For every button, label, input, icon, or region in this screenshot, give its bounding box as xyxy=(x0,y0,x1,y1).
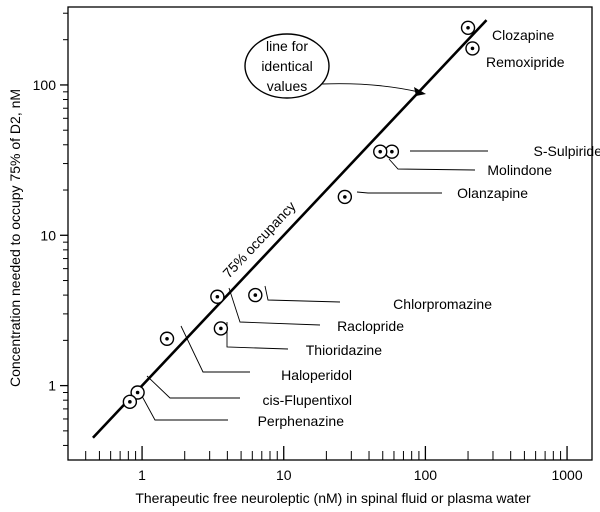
point-labels: ClozapineRemoxiprideS-SulpirideMolindone… xyxy=(258,27,600,429)
point-center-thioridazine xyxy=(219,326,223,331)
x-tick-label: 1000 xyxy=(551,467,582,483)
label-clozapine: Clozapine xyxy=(492,27,554,43)
y-tick-label: 10 xyxy=(40,227,56,243)
label-perphenazine: Perphenazine xyxy=(258,413,345,429)
y-axis-ticks: 1 10 100 xyxy=(33,12,68,446)
note-line-3: values xyxy=(267,78,307,94)
point-center-raclopride xyxy=(215,294,220,299)
x-axis-label: Therapeutic free neuroleptic (nM) in spi… xyxy=(135,490,531,506)
leader-haloperidol xyxy=(180,325,250,373)
y-tick-label: 100 xyxy=(33,77,57,93)
y-tick-label: 1 xyxy=(48,378,56,394)
leader-chlorpromazine xyxy=(264,285,341,303)
label-chlorpromazine: Chlorpromazine xyxy=(393,296,492,312)
point-center-remoxipride xyxy=(470,46,475,51)
note-arrow xyxy=(321,83,420,93)
leader-cis-flupentixol xyxy=(146,375,240,399)
point-center-chlorpromazine xyxy=(253,293,258,297)
plot-frame xyxy=(67,6,593,461)
point-center-cis-flupentixol xyxy=(135,390,140,395)
leader-thioridazine xyxy=(226,322,289,350)
leader-molindone xyxy=(388,158,476,171)
note-arrowhead xyxy=(414,87,426,96)
label-haloperidol: Haloperidol xyxy=(281,367,352,383)
label-s-sulpiride: S-Sulpiride xyxy=(534,143,600,159)
x-tick-label: 10 xyxy=(276,467,292,483)
identity-line xyxy=(91,19,488,439)
identity-line-label: 75% occupancy xyxy=(219,198,298,281)
point-center-s-sulpiride xyxy=(390,149,394,154)
note-line-2: identical xyxy=(261,58,312,74)
point-center-haloperidol xyxy=(165,336,169,341)
leader-lines xyxy=(136,150,488,421)
label-thioridazine: Thioridazine xyxy=(306,342,382,358)
leader-olanzapine xyxy=(356,191,442,194)
note-ellipse xyxy=(244,33,330,99)
leader-raclopride xyxy=(228,287,321,326)
identity-note: line for identical values xyxy=(244,33,426,99)
leader-perphenazine xyxy=(136,386,228,421)
label-remoxipride: Remoxipride xyxy=(486,54,565,70)
point-center-clozapine xyxy=(466,25,470,30)
data-points xyxy=(122,20,480,410)
note-line-1: line for xyxy=(266,38,308,54)
y-axis-label: Concentration needed to occupy 75% of D2… xyxy=(7,89,23,387)
label-molindone: Molindone xyxy=(487,162,552,178)
label-olanzapine: Olanzapine xyxy=(457,185,528,201)
x-axis-ticks: 1 10 100 1000 xyxy=(67,446,583,483)
point-center-perphenazine xyxy=(128,400,132,404)
label-raclopride: Raclopride xyxy=(337,318,404,334)
x-tick-label: 100 xyxy=(414,467,438,483)
x-tick-label: 1 xyxy=(138,467,146,483)
point-center-molindone xyxy=(378,149,383,154)
point-center-olanzapine xyxy=(343,195,347,199)
label-cis-flupentixol: cis-Flupentixol xyxy=(263,392,352,408)
